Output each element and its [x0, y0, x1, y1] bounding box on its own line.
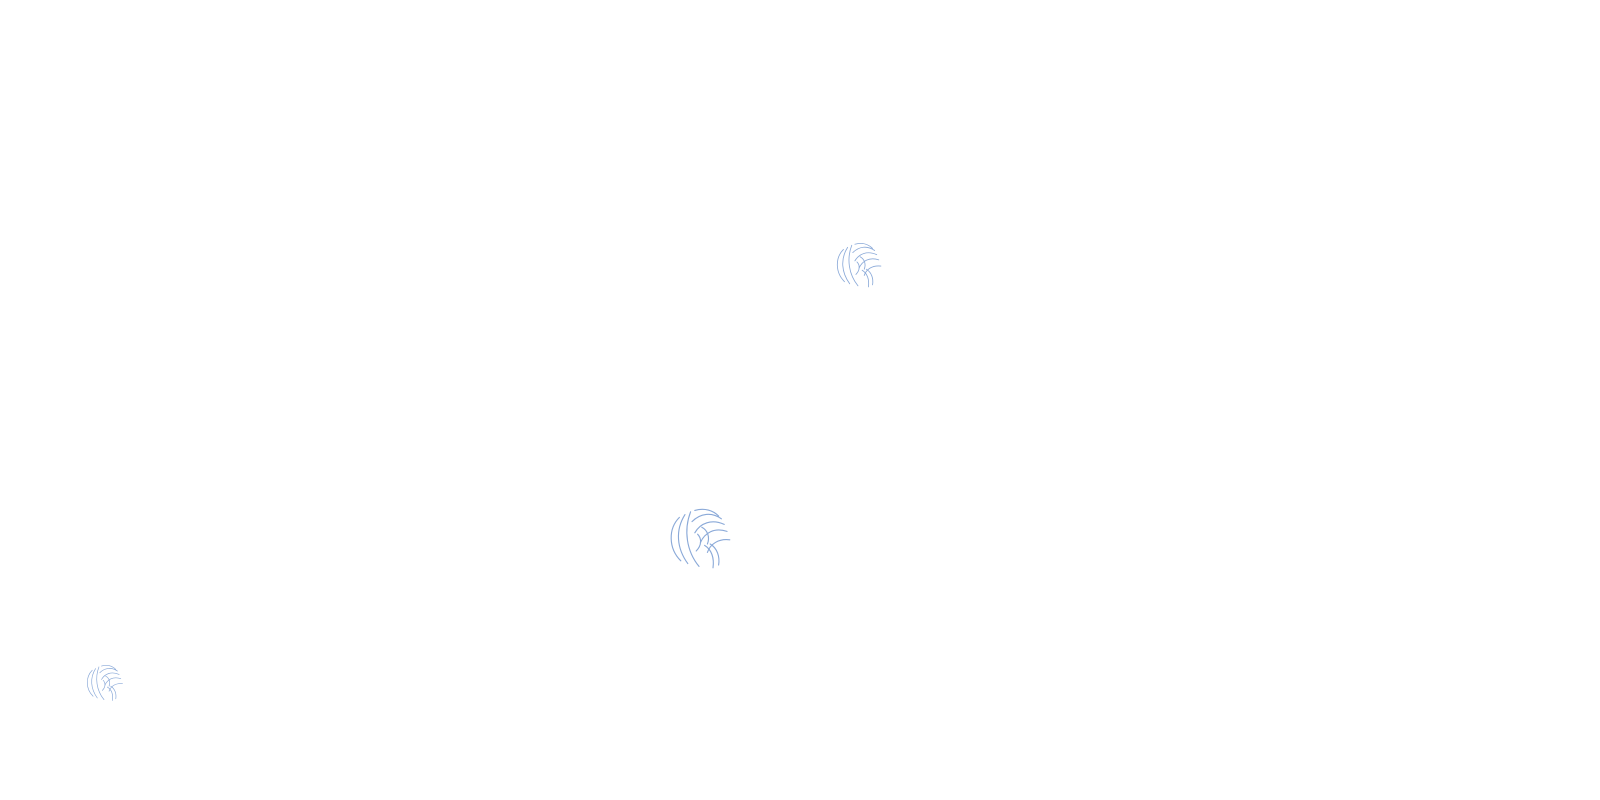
yarn-strand: [852, 246, 876, 253]
yarn-strand: [86, 669, 94, 697]
yarn-strand: [101, 665, 117, 670]
yarn-strand: [861, 269, 870, 288]
yarn-strand: [104, 677, 122, 686]
yarn-ball-icon-drawing: [86, 665, 123, 701]
yarn-strand: [863, 265, 882, 276]
yarn-strand: [701, 526, 710, 545]
yarn-strand: [854, 252, 878, 262]
yarn-ball-icon-drawing: [836, 243, 882, 288]
yarn-ball-icon: [664, 502, 734, 572]
yarn-strand: [706, 539, 731, 553]
yarn-strand: [859, 256, 866, 270]
yarn-strand: [99, 668, 118, 674]
yarn-strand: [108, 683, 123, 692]
yarn-strand: [101, 679, 106, 691]
yarn-strand: [694, 521, 725, 534]
yarn-strand: [699, 529, 728, 544]
yarn-strand: [677, 514, 689, 565]
yarn-strand: [105, 675, 111, 687]
yarn-strand: [91, 668, 98, 699]
yarn-strand: [670, 516, 682, 562]
yarn-ball-icon: [832, 238, 884, 290]
yarn-strand: [854, 243, 873, 249]
yarn-strand: [110, 685, 117, 700]
yarn-strand: [709, 543, 720, 566]
yarn-strand: [842, 246, 851, 285]
yarn-strand: [695, 533, 702, 552]
yarn-strand: [855, 261, 860, 275]
yarn-strand: [848, 244, 859, 287]
yarn-strand: [865, 268, 874, 286]
yarn-ball-icon-drawing: [670, 508, 731, 569]
yarn-strand: [96, 666, 105, 700]
yarn-strand: [858, 258, 880, 269]
yarn-ball-icon: [83, 661, 125, 703]
yarn-strand: [686, 511, 700, 567]
yarn-strand: [704, 544, 714, 569]
yarn-strand: [694, 508, 720, 517]
yarn-strand: [101, 672, 120, 680]
yarn-strand: [691, 513, 722, 523]
yarn-strand: [836, 249, 845, 283]
yarn-strand: [107, 686, 113, 701]
